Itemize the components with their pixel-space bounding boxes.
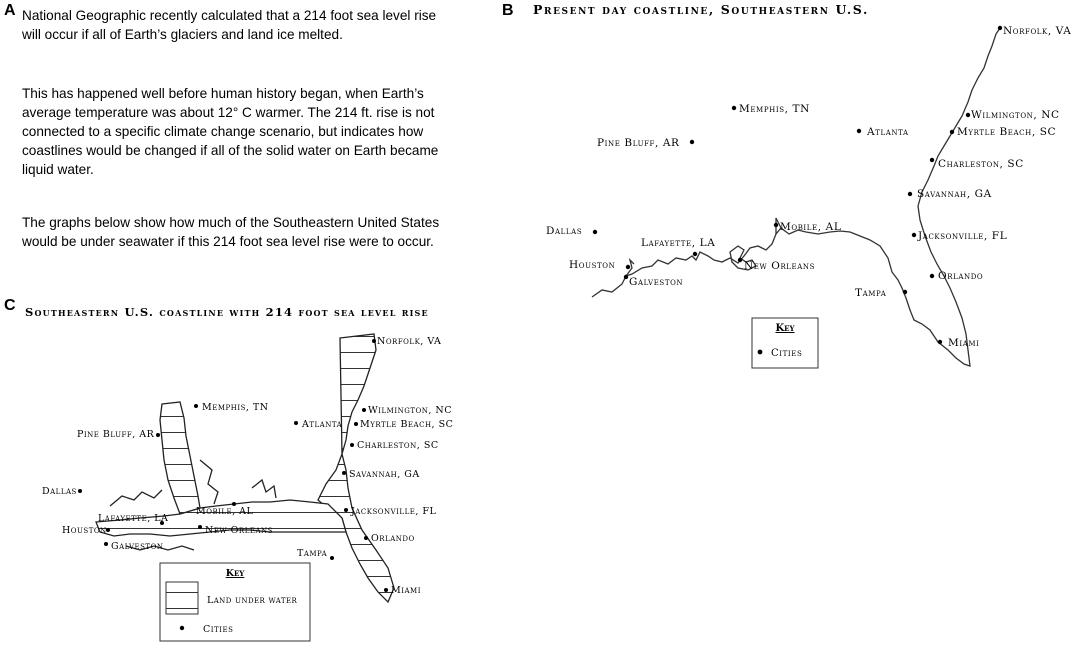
city-miami-c: Miami [391,585,421,596]
future-bay-3 [251,478,277,499]
city-myrtle-beach-c: Myrtle Beach, SC [360,419,453,430]
future-key-title: Key [226,568,246,579]
city-charleston-c: Charleston, SC [357,440,439,451]
future-key-land: Land under water [207,595,297,606]
city-savannah-c: Savannah, GA [349,469,420,480]
city-new-orleans-c: New Orleans [205,525,273,536]
panel-letter-b: B [502,2,514,19]
city-charleston-b: Charleston, SC [938,158,1024,170]
city-dallas-b: Dallas [546,225,582,237]
present-coastline [591,27,1001,367]
city-memphis-c: Memphis, TN [202,402,269,413]
flooded-atlantic-strip [317,333,395,604]
city-atlanta-c: Atlanta [301,419,343,430]
city-orlando-b: Orlando [938,270,983,282]
city-mobile-c: Mobile, AL [196,506,254,517]
future-map-title: Southeastern U.S. coastline with 214 foo… [25,305,429,319]
city-atlanta-b: Atlanta [866,126,909,138]
city-miami-b: Miami [948,337,980,349]
present-map-key: Key Cities [751,317,819,369]
key-hatch-swatch [165,581,199,615]
city-savannah-b: Savannah, GA [917,188,992,200]
city-wilmington-b: Wilmington, NC [971,109,1060,121]
city-jacksonville-b: Jacksonville, FL [917,230,1007,242]
present-mobile-bay [775,217,782,234]
city-pine-bluff-c: Pine Bluff, AR [77,429,155,440]
paragraph-1: National Geographic recently calculated … [22,8,437,42]
city-galveston-c: Galveston [111,541,163,552]
city-new-orleans-b: New Orleans [744,260,815,272]
city-memphis-b: Memphis, TN [739,103,810,115]
panel-letter-a: A [4,2,16,19]
city-dallas-c: Dallas [42,486,77,497]
city-tampa-c: Tampa [297,548,328,559]
present-key-title: Key [775,323,795,334]
present-key-cities: Cities [771,348,802,359]
city-wilmington-c: Wilmington, NC [368,405,452,416]
city-mobile-b: Mobile, AL [780,221,841,233]
city-tampa-b: Tampa [855,287,887,299]
future-key-cities: Cities [203,624,233,635]
city-norfolk-c: Norfolk, VA [377,336,441,347]
present-delta [729,245,757,271]
panel-letter-c: C [4,297,16,314]
present-coastline-map: Norfolk, VA Memphis, TN Wilmington, NC P… [546,25,1071,369]
city-jacksonville-c: Jacksonville, FL [350,506,436,517]
sea-level-rise-map: Norfolk, VA Memphis, TN Wilmington, NC P… [42,333,453,642]
paragraph-3: The graphs below show how much of the So… [22,215,440,249]
city-houston-b: Houston [569,259,615,271]
city-orlando-c: Orlando [371,533,415,544]
present-map-title: Present day coastline, Southeastern U.S. [533,2,869,17]
city-norfolk-b: Norfolk, VA [1003,25,1071,37]
flooded-mississippi-embayment [159,401,201,515]
future-bay-1 [109,489,163,507]
future-map-key: Key Land under water Cities [159,562,311,642]
future-bay-4 [125,545,195,551]
city-lafayette-c: Lafayette, LA [98,513,168,524]
city-galveston-b: Galveston [629,276,683,288]
city-houston-c: Houston [62,525,107,536]
present-galveston-bay [625,257,635,277]
city-myrtle-beach-b: Myrtle Beach, SC [957,126,1056,138]
paragraph-2: This has happened well before human hist… [22,86,439,177]
city-pine-bluff-b: Pine Bluff, AR [597,137,680,149]
future-bay-2 [199,459,219,505]
city-lafayette-b: Lafayette, LA [641,237,715,249]
